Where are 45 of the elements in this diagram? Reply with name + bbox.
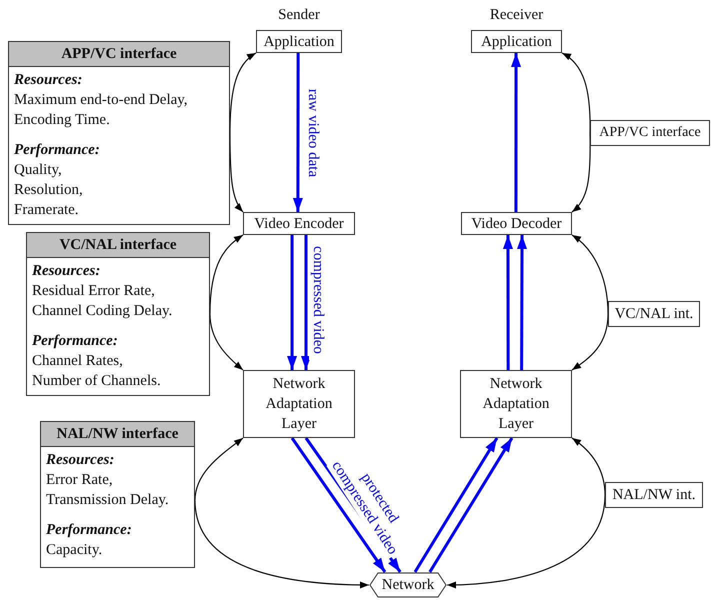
process-box: Network Adaptation Layer [243,370,355,438]
section-heading: Resources: [46,451,114,470]
arrow [511,53,522,212]
network-hexagon: Network [369,572,447,598]
arrow [301,235,311,370]
section-heading: Performance: [14,141,100,160]
section-heading: Performance: [32,332,118,351]
panel-heading: NAL/NW interface [41,422,194,447]
body-text: Error Rate, Transmission Delay. [46,471,170,510]
arrow [502,235,513,370]
column-heading: Receiver [490,6,544,24]
arrow [517,235,527,370]
arrow [562,52,591,133]
section-heading: Resources: [14,71,82,90]
arrow [287,235,298,370]
arrow [572,133,591,212]
process-box: Video Encoder [243,212,355,235]
body-text: Maximum end-to-end Delay, Encoding Time. [14,91,189,130]
info-panel [40,421,195,568]
info-panel [8,41,230,225]
body-text: Quality, Resolution, Framerate. [14,161,84,220]
process-box: Network Adaptation Layer [460,370,572,438]
interface-box: APP/VC interface [590,120,710,146]
arrow [428,437,514,573]
arrow [414,437,498,573]
arrow [292,53,303,212]
arrow [572,234,609,314]
body-text: Capacity. [46,541,102,560]
process-box: Video Decoder [461,212,572,235]
column-heading: Sender [278,6,320,24]
info-panel [26,232,210,396]
arrow [446,494,606,588]
arrow [290,437,386,573]
body-text: Residual Error Rate, Channel Coding Delay. [32,282,174,321]
interface-box: VC/NAL int. [608,301,700,327]
interface-box: NAL/NW int. [605,482,703,508]
arrow [572,438,606,496]
process-box: Application [256,30,342,53]
process-box: Application [471,30,562,53]
section-heading: Performance: [46,521,132,540]
arrow [572,314,609,370]
panel-heading: APP/VC interface [9,42,229,67]
section-heading: Resources: [32,262,100,281]
body-text: Channel Rates, Number of Channels. [32,352,162,391]
panel-heading: VC/NAL interface [27,233,209,258]
